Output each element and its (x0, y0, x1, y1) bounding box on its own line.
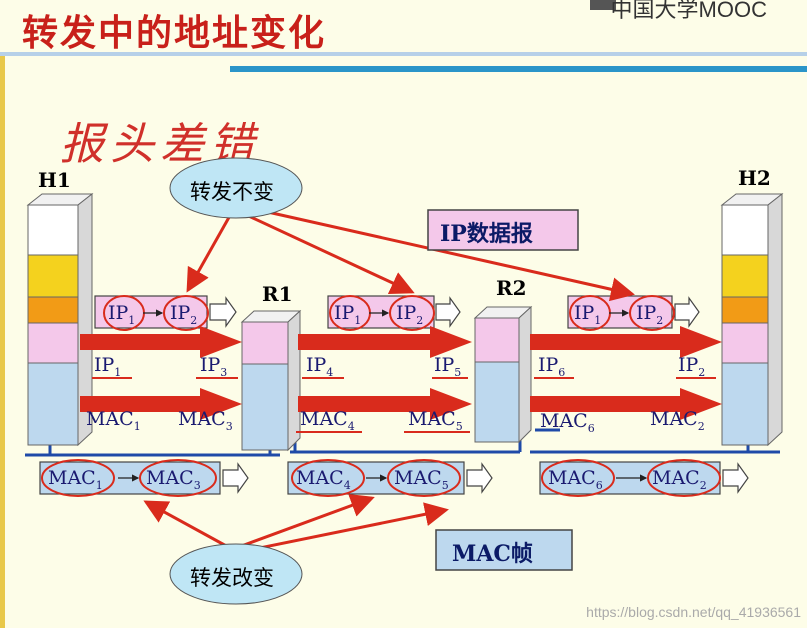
callout-pointers (143, 206, 635, 554)
hdr3-dst-ip: IP2 (636, 302, 664, 327)
frame3-src-mac: MAC6 (548, 467, 603, 492)
frame2-src-mac: MAC4 (296, 467, 351, 492)
mac-frame-box (435, 529, 573, 571)
unchanged-callout-text: 转发不变 (190, 180, 274, 204)
frame1-src-mac: MAC1 (48, 467, 103, 492)
brand-text: 中国大学MOOC (610, 0, 767, 22)
iface-mac4: MAC4 (300, 408, 355, 433)
hdr2-dst-ip: IP2 (396, 302, 424, 327)
mac-frame-text: MAC帧 (452, 541, 533, 567)
title-rule (0, 52, 807, 56)
iface-ip4: IP4 (306, 354, 334, 379)
iface-mac6: MAC6 (540, 410, 595, 435)
hdr3-src-ip: IP1 (574, 302, 602, 327)
network-links (25, 428, 780, 457)
frame1-dst-mac: MAC3 (146, 467, 201, 492)
brand-logo-icon (590, 0, 616, 10)
host-h2-stack (720, 192, 784, 447)
host-h2-label: H2 (738, 166, 771, 190)
title-accent-rule (230, 66, 807, 72)
frame3-dst-mac: MAC2 (652, 467, 707, 492)
iface-ip6: IP6 (538, 354, 566, 379)
changed-callout-bubble (169, 543, 303, 605)
host-h1-label: H1 (38, 168, 71, 192)
iface-ip5: IP5 (434, 354, 462, 379)
forwarding-arrows (80, 326, 722, 420)
frame2-dst-mac: MAC5 (394, 467, 449, 492)
iface-ip3: IP3 (200, 354, 228, 379)
slide-title: 转发中的地址变化 (22, 13, 327, 54)
iface-mac3: MAC3 (178, 408, 233, 433)
hdr1-dst-ip: IP2 (170, 302, 198, 327)
inner-arrows (118, 309, 648, 482)
iface-ip1: IP1 (94, 354, 122, 379)
iface-mac2: MAC2 (650, 408, 705, 433)
ip-header-boxes (94, 295, 700, 329)
iface-mac1: MAC1 (86, 408, 141, 433)
ip-datagram-box (427, 209, 579, 251)
left-accent-bar (0, 56, 5, 628)
router-r1-stack (240, 309, 302, 452)
unchanged-callout-bubble (169, 157, 303, 219)
iface-mac5: MAC5 (408, 408, 463, 433)
host-h1-stack (26, 192, 94, 447)
router-r2-label: R2 (496, 276, 527, 300)
watermark: https://blog.csdn.net/qq_41936561 (586, 604, 801, 620)
hdr1-src-ip: IP1 (108, 302, 136, 327)
router-r2-stack (473, 305, 533, 444)
ip-datagram-text: IP数据报 (440, 221, 533, 247)
changed-callout-text: 转发改变 (190, 566, 274, 590)
router-r1-label: R1 (262, 282, 293, 306)
hdr2-src-ip: IP1 (334, 302, 362, 327)
ip-underlines (92, 377, 716, 433)
iface-ip2: IP2 (678, 354, 706, 379)
